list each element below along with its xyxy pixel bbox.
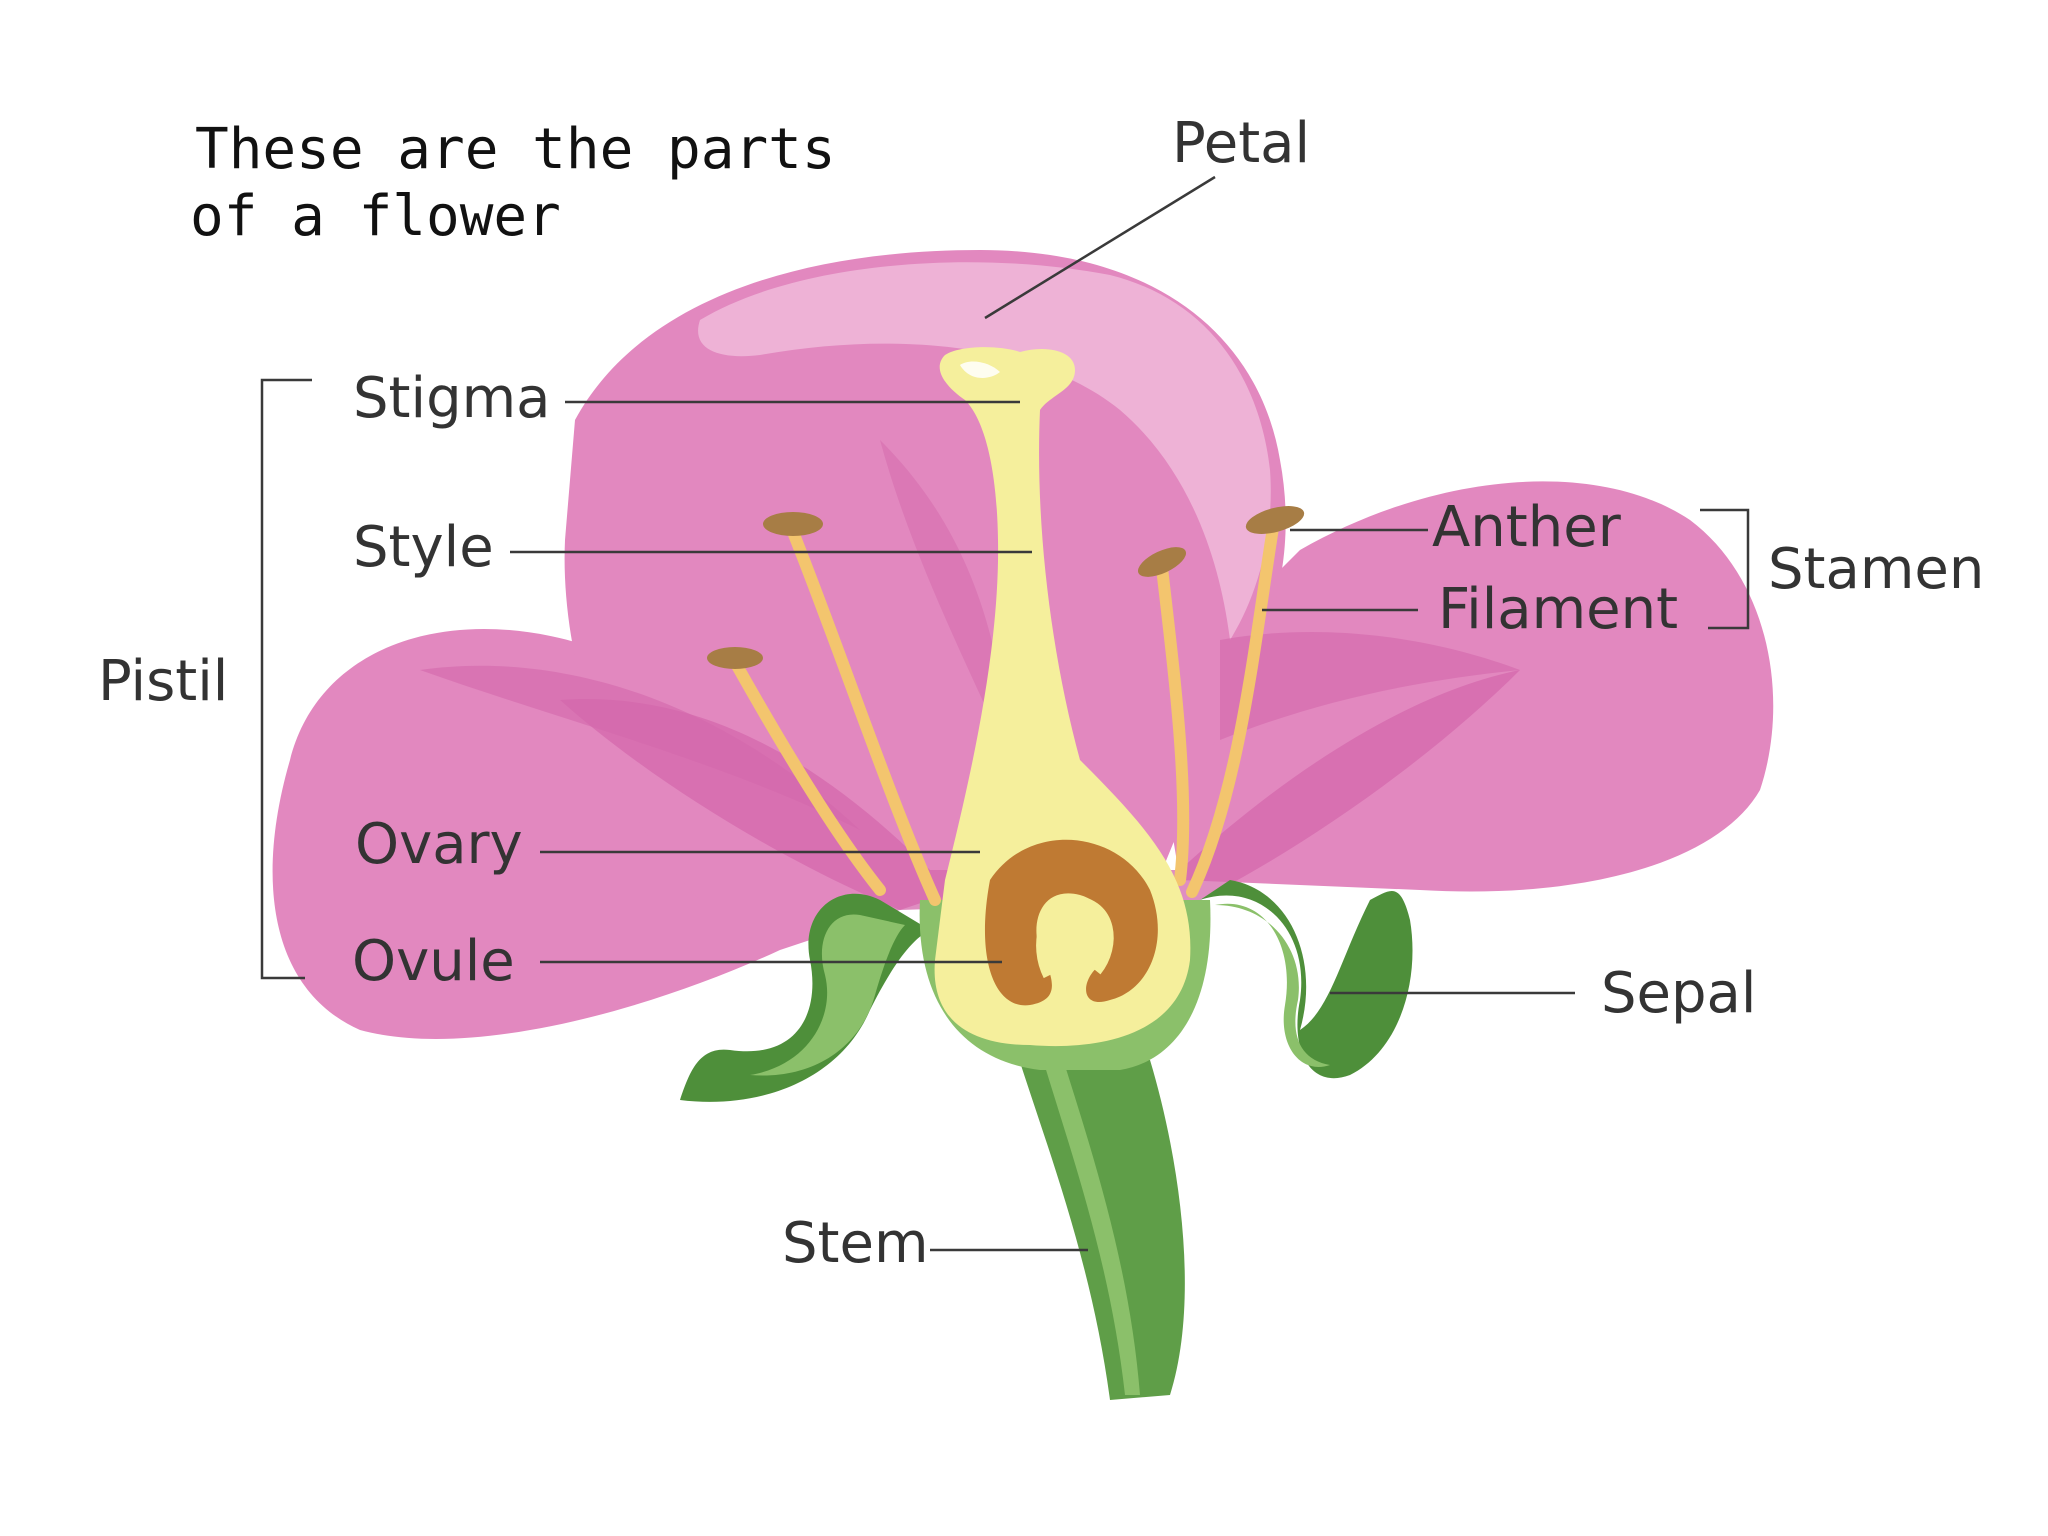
anthers — [707, 506, 1305, 669]
label-stem: Stem — [782, 1211, 929, 1276]
stamen-bracket — [1700, 508, 1750, 630]
flower-illustration — [272, 250, 1774, 1400]
filament-left-inner — [787, 526, 941, 906]
right-sepal — [1200, 880, 1413, 1079]
stem-highlight — [1040, 1050, 1140, 1395]
anther-left-outer — [707, 647, 763, 669]
label-filament: Filament — [1438, 577, 1678, 642]
label-ovary: Ovary — [355, 812, 523, 877]
petal-highlight — [698, 262, 1271, 640]
stigma-highlight — [960, 361, 1000, 378]
ovule-shape — [1036, 895, 1114, 979]
anther-right-outer — [1245, 506, 1305, 534]
ovary-core — [984, 839, 1158, 1006]
label-stamen: Stamen — [1768, 537, 1984, 602]
label-petal: Petal — [1172, 111, 1310, 176]
filaments — [729, 522, 1279, 906]
leader-petal — [984, 175, 1216, 320]
intro-line-2: of a flower — [190, 184, 561, 249]
label-sepal: Sepal — [1601, 961, 1756, 1026]
intro-line-1: These are the parts — [195, 117, 836, 182]
label-stigma: Stigma — [353, 366, 550, 431]
petal-shapes — [272, 250, 1774, 1039]
petal-streak-1 — [420, 665, 860, 830]
petal-center-shading — [560, 670, 1520, 910]
left-sepal-light — [750, 914, 905, 1076]
label-pistil: Pistil — [98, 649, 228, 714]
petal-streak-3 — [880, 440, 1010, 760]
label-ovule: Ovule — [352, 929, 515, 994]
label-anther: Anther — [1432, 495, 1622, 560]
label-style: Style — [353, 515, 494, 580]
filament-right-outer — [1186, 522, 1279, 898]
filament-right-inner — [1156, 562, 1190, 886]
anther-left-inner — [763, 512, 823, 536]
filament-left-outer — [729, 656, 886, 896]
petal-streak-2 — [1220, 631, 1520, 740]
pistil-bracket — [260, 378, 312, 980]
anther-right-inner — [1137, 547, 1187, 577]
